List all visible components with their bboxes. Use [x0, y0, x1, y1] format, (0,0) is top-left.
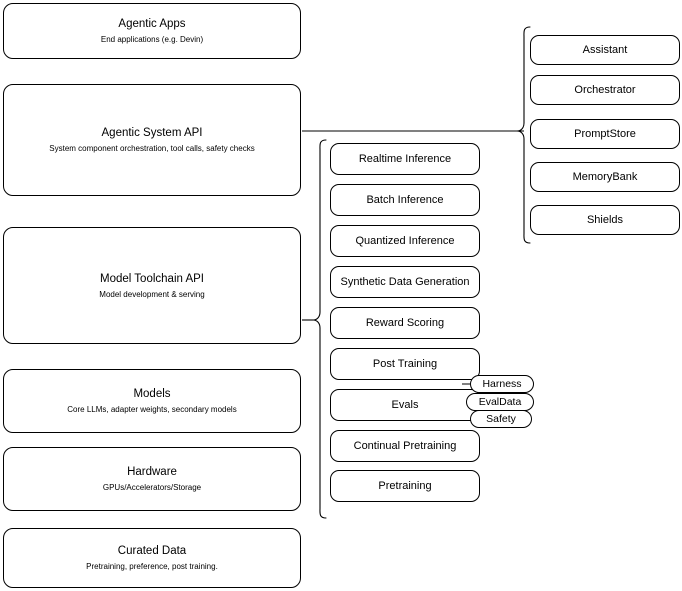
system-item-label: Assistant — [582, 44, 628, 56]
system-item-label: Shields — [586, 214, 624, 226]
toolchain-item-quantized-inference[interactable]: Quantized Inference — [330, 225, 480, 257]
system-item-shields[interactable]: Shields — [530, 205, 680, 235]
toolchain-item-batch-inference[interactable]: Batch Inference — [330, 184, 480, 216]
system-item-assistant[interactable]: Assistant — [530, 35, 680, 65]
layer-title: Curated Data — [117, 545, 187, 557]
layer-subtitle: GPUs/Accelerators/Storage — [102, 483, 202, 492]
layer-subtitle: Model development & serving — [99, 289, 205, 299]
layer-subtitle: Pretraining, preference, post training. — [86, 562, 218, 571]
toolchain-item-label: Realtime Inference — [358, 153, 452, 165]
toolchain-item-synthetic-data-generation[interactable]: Synthetic Data Generation — [330, 266, 480, 298]
toolchain-item-post-training[interactable]: Post Training — [330, 348, 480, 380]
toolchain-item-label: Evals — [391, 399, 419, 411]
bracket-toolchain-components — [312, 139, 327, 519]
system-item-label: MemoryBank — [572, 171, 638, 183]
layer-model-toolchain-api[interactable]: Model Toolchain API Model development & … — [3, 227, 301, 344]
layer-title: Model Toolchain API — [100, 272, 204, 285]
layer-title: Agentic System API — [101, 127, 203, 139]
system-item-orchestrator[interactable]: Orchestrator — [530, 75, 680, 105]
system-item-promptstore[interactable]: PromptStore — [530, 119, 680, 149]
evals-badge-evaldata[interactable]: EvalData — [466, 393, 534, 411]
toolchain-item-label: Reward Scoring — [365, 317, 445, 329]
evals-badge-label: Harness — [482, 378, 522, 390]
evals-badge-harness[interactable]: Harness — [470, 375, 534, 393]
toolchain-item-label: Batch Inference — [366, 194, 444, 206]
layer-models[interactable]: Models Core LLMs, adapter weights, secon… — [3, 369, 301, 433]
layer-subtitle: End applications (e.g. Devin) — [100, 35, 204, 44]
layer-agentic-apps[interactable]: Agentic Apps End applications (e.g. Devi… — [3, 3, 301, 59]
system-item-memorybank[interactable]: MemoryBank — [530, 162, 680, 192]
layer-hardware[interactable]: Hardware GPUs/Accelerators/Storage — [3, 447, 301, 511]
layer-agentic-system-api[interactable]: Agentic System API System component orch… — [3, 84, 301, 196]
system-item-label: PromptStore — [574, 128, 636, 140]
layer-title: Hardware — [127, 466, 177, 478]
toolchain-item-label: Pretraining — [378, 480, 432, 492]
system-item-label: Orchestrator — [574, 84, 636, 96]
toolchain-item-label: Quantized Inference — [355, 235, 455, 247]
toolchain-item-reward-scoring[interactable]: Reward Scoring — [330, 307, 480, 339]
toolchain-item-label: Continual Pretraining — [353, 440, 457, 452]
layer-curated-data[interactable]: Curated Data Pretraining, preference, po… — [3, 528, 301, 588]
evals-badge-label: EvalData — [478, 396, 522, 408]
toolchain-item-continual-pretraining[interactable]: Continual Pretraining — [330, 430, 480, 462]
toolchain-item-label: Post Training — [372, 358, 438, 370]
toolchain-item-label: Synthetic Data Generation — [340, 276, 470, 288]
toolchain-item-pretraining[interactable]: Pretraining — [330, 470, 480, 502]
toolchain-item-realtime-inference[interactable]: Realtime Inference — [330, 143, 480, 175]
toolchain-item-evals[interactable]: Evals — [330, 389, 480, 421]
layer-title: Models — [133, 388, 171, 400]
layer-subtitle: Core LLMs, adapter weights, secondary mo… — [67, 405, 237, 414]
evals-badge-safety[interactable]: Safety — [470, 410, 532, 428]
layer-subtitle: System component orchestration, tool cal… — [49, 144, 255, 153]
evals-badge-label: Safety — [486, 413, 516, 425]
bracket-system-components — [516, 26, 531, 244]
layer-title: Agentic Apps — [118, 18, 186, 30]
